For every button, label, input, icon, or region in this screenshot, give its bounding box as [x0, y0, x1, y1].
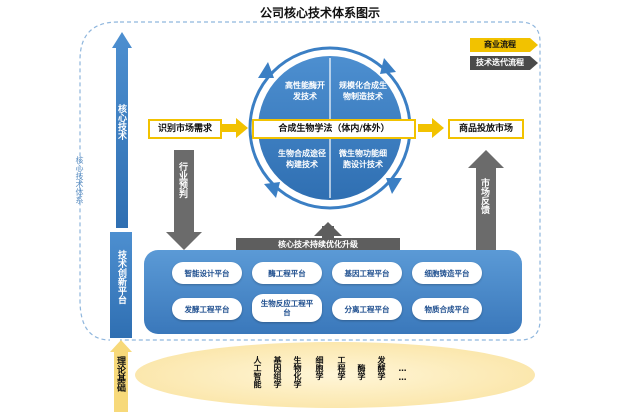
platform-item: 细胞铸造平台: [412, 262, 482, 284]
identify-market-box: 识别市场需求: [148, 119, 222, 139]
feedback-label: 市场反馈: [479, 178, 489, 214]
theory-base: [135, 342, 535, 408]
forecast-arrow: [166, 150, 202, 250]
ring-enzyme-tech: 高性能酶开发技术: [285, 81, 325, 101]
core-system-label: 核心技术体系: [75, 156, 84, 204]
flow-arrow-2: [418, 118, 444, 138]
platform-item: 发酵工程平台: [172, 298, 242, 320]
innovation-label: 技术创新平台: [116, 250, 126, 304]
feedback-arrow: [468, 150, 504, 250]
product-market-box: 商品投放市场: [448, 119, 524, 139]
legend-business-label: 商业流程: [484, 40, 516, 49]
theory-arrow: [110, 340, 132, 412]
platform-item: 物质合成平台: [412, 298, 482, 320]
innovation-bar: [110, 232, 132, 338]
platform-item: 酶工程平台: [252, 262, 322, 284]
synthetic-biology-box: 合成生物学法（体内/体外）: [252, 119, 416, 139]
ring-manufacturing-tech: 规模化合成生物制造技术: [339, 81, 387, 101]
theory-item: 生物化学: [293, 356, 302, 388]
theory-item: ……: [398, 364, 407, 382]
core-tech-label: 核心技术: [116, 104, 126, 140]
upgrade-arrow: [236, 238, 400, 250]
page-title: 公司核心技术体系图示: [259, 6, 380, 20]
forecast-label: 行业预判: [177, 162, 187, 198]
ring-pathway-tech: 生物合成途径构建技术: [278, 149, 326, 169]
ring-cell-design-tech: 微生物功能细胞设计技术: [339, 149, 387, 169]
theory-label: 理论基础: [115, 356, 125, 392]
platform-item: 智能设计平台: [172, 262, 242, 284]
upgrade-label: 核心技术持续优化升级: [278, 240, 358, 249]
flow-arrow-1: [222, 118, 248, 138]
theory-item: 细胞学: [315, 356, 324, 380]
core-tech-arrow: [112, 32, 132, 228]
theory-item: 人工智能: [253, 356, 262, 388]
theory-item: 基因组学: [273, 356, 282, 388]
theory-item: 酶学: [357, 364, 366, 380]
outer-frame: [120, 21, 541, 341]
theory-item: 工程学: [337, 356, 346, 380]
platform-item: 基因工程平台: [332, 262, 402, 284]
platform-item: 生物反应工程平台: [252, 294, 322, 322]
legend-iteration-tag: [470, 56, 538, 70]
legend-iteration-label: 技术迭代流程: [476, 58, 524, 67]
theory-item: 发酵学: [377, 356, 386, 380]
platform-item: 分离工程平台: [332, 298, 402, 320]
legend-business-tag: [470, 38, 538, 52]
